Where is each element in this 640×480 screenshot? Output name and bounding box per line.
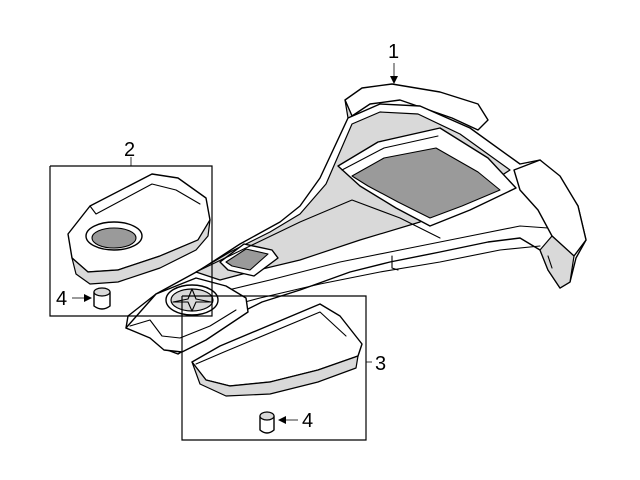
bumper-part-a [93, 287, 111, 310]
callout-1-label: 1 [388, 41, 399, 63]
bumper-part-b [259, 411, 275, 434]
console-front-bottom [129, 309, 237, 339]
armrest-lid-edge [89, 183, 201, 215]
callout-3-label: 3 [375, 353, 386, 375]
armrest-lid-side [71, 219, 211, 285]
tray-insert-side [191, 355, 359, 397]
console-tray-floor [351, 147, 501, 219]
callout-2-bracket [49, 165, 213, 317]
console-right-wing-face [539, 235, 575, 289]
console-ridge [195, 199, 441, 273]
tray-insert-edge [195, 311, 347, 365]
console-lower-crease [199, 245, 541, 315]
tray-insert-group: 3 4 [181, 295, 386, 441]
callout-4a-label: 4 [56, 288, 67, 310]
console-cover [125, 83, 587, 355]
star-emblem-icon [172, 288, 212, 312]
console-wing-clip [391, 255, 553, 271]
console-tray-edge [341, 135, 439, 171]
console-rear-top [344, 83, 489, 131]
callout-1: 1 [388, 41, 399, 84]
console-right-wing [513, 159, 587, 257]
callout-2-label: 2 [124, 139, 135, 161]
callout-4b-label: 4 [302, 410, 313, 432]
callout-3-bracket [181, 295, 367, 441]
armrest-lid-group: 2 4 [49, 139, 213, 317]
armrest-lid [67, 173, 211, 273]
logo-ring-inner [170, 288, 214, 312]
console-square-opening-inner [225, 248, 269, 271]
cupholder-opening-inner [91, 227, 137, 249]
